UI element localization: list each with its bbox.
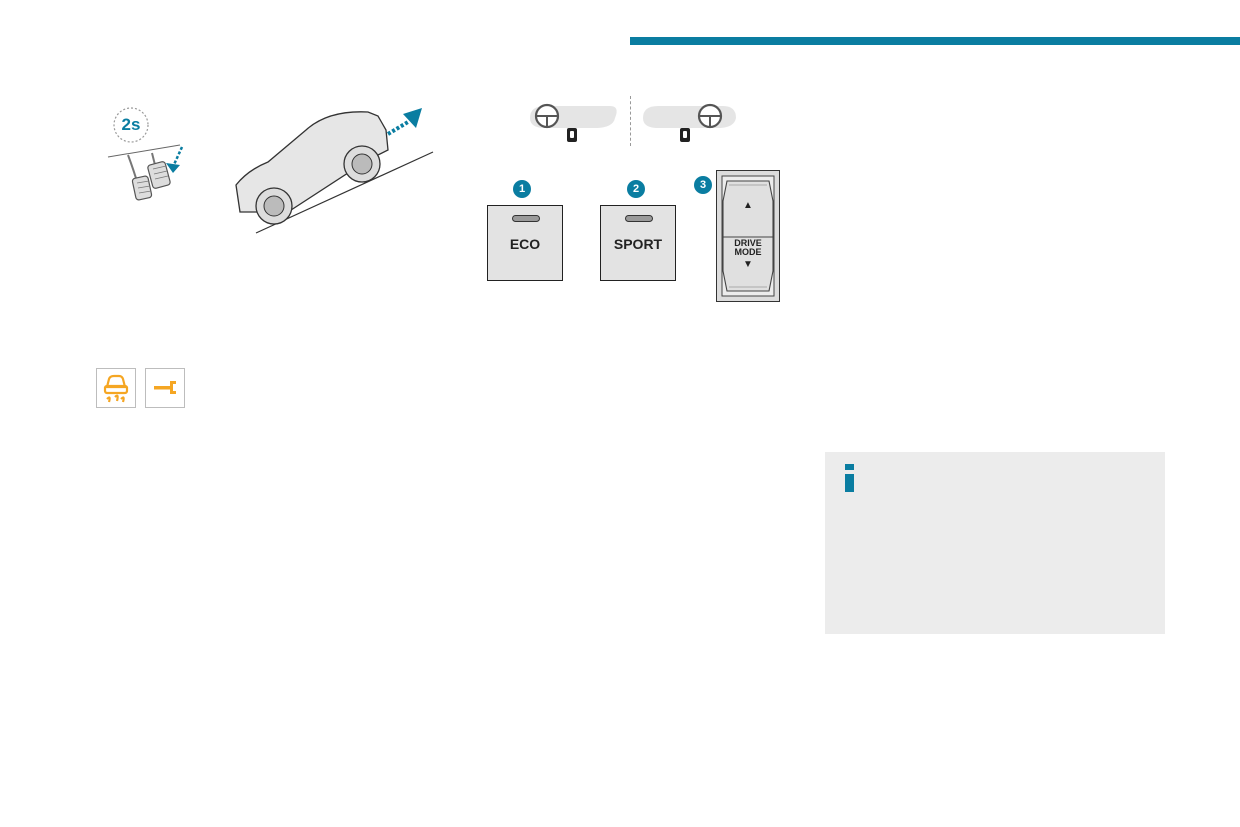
badge-1: 1 bbox=[513, 180, 531, 198]
sport-button-label: SPORT bbox=[613, 236, 663, 252]
badge-2: 2 bbox=[627, 180, 645, 198]
info-icon bbox=[845, 464, 855, 492]
eco-indicator-led bbox=[512, 215, 540, 222]
sport-button[interactable]: SPORT bbox=[600, 205, 676, 281]
sport-indicator-led bbox=[625, 215, 653, 222]
drive-mode-down-arrow[interactable]: ▼ bbox=[743, 259, 753, 270]
stability-control-icon bbox=[96, 368, 136, 408]
drive-mode-up-arrow[interactable]: ▲ bbox=[743, 200, 753, 211]
divider-dashed bbox=[630, 96, 631, 146]
eco-button-label: ECO bbox=[509, 236, 541, 252]
drive-mode-switch[interactable]: ▲ DRIVE MODE ▼ bbox=[716, 170, 780, 302]
eco-button[interactable]: ECO bbox=[487, 205, 563, 281]
timer-2s-icon: 2s bbox=[112, 106, 150, 144]
brake-pedal-illustration bbox=[107, 144, 184, 201]
wrench-icon bbox=[145, 368, 185, 408]
car-on-slope-illustration bbox=[235, 108, 434, 234]
right-hand-drive-illustration bbox=[643, 103, 736, 142]
drive-mode-label-line1: DRIVE bbox=[734, 238, 762, 248]
badge-3: 3 bbox=[694, 176, 712, 194]
timer-label: 2s bbox=[121, 115, 141, 134]
left-hand-drive-illustration bbox=[530, 103, 617, 142]
drive-mode-label-line2: MODE bbox=[734, 247, 762, 257]
info-panel bbox=[825, 452, 1165, 634]
header-accent-bar bbox=[630, 37, 1240, 45]
